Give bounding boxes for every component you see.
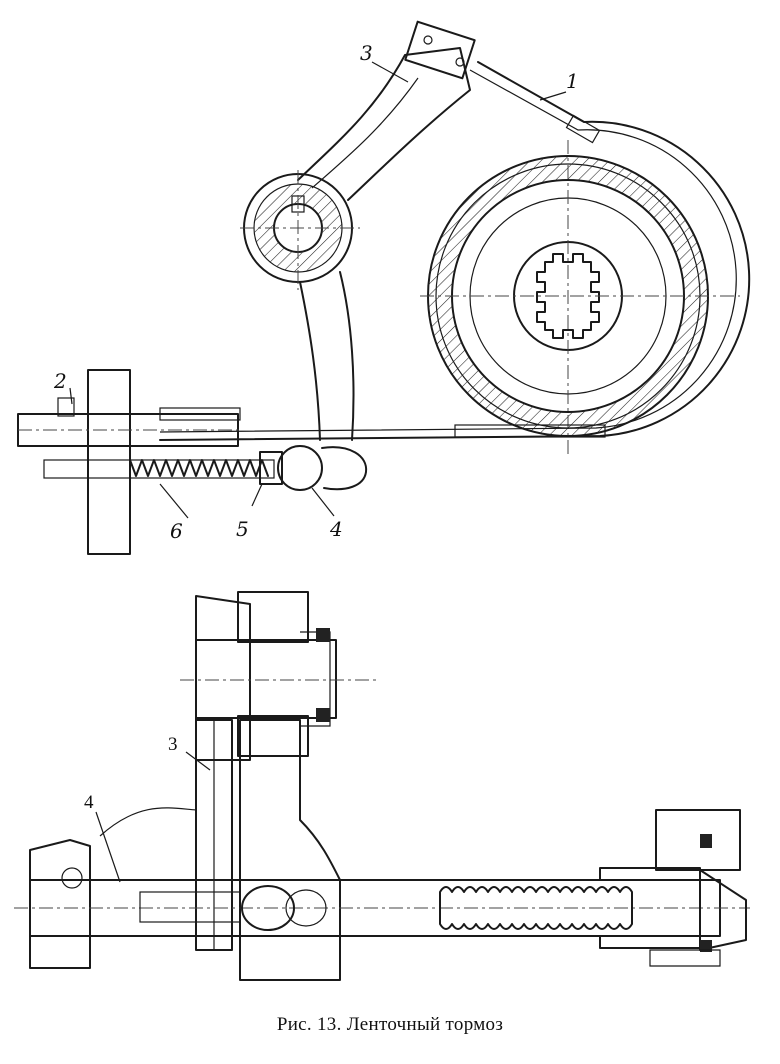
- top-view: 1 2 3 4 5 6: [17, 20, 751, 555]
- section-label-3: 3: [168, 734, 178, 755]
- leaders-top: [69, 61, 567, 519]
- label-5: 5: [236, 517, 249, 541]
- section-label-4: 4: [84, 792, 94, 813]
- rod-assembly: [17, 369, 368, 555]
- label-6: 6: [170, 519, 183, 543]
- brake-band: [159, 61, 751, 441]
- label-3: 3: [360, 41, 373, 65]
- figure-caption: Рис. 13. Ленточный тормоз: [276, 1014, 504, 1035]
- label-2: 2: [53, 369, 67, 393]
- brake-drum: [420, 140, 740, 455]
- brake-lever: [240, 20, 476, 441]
- bellows-spring: [439, 886, 633, 930]
- spline-hub: [536, 253, 600, 339]
- label-1: 1: [566, 69, 579, 93]
- spring: [129, 459, 269, 477]
- section-view: 3 4: [14, 591, 750, 981]
- ball: [277, 445, 323, 491]
- label-4: 4: [329, 517, 343, 541]
